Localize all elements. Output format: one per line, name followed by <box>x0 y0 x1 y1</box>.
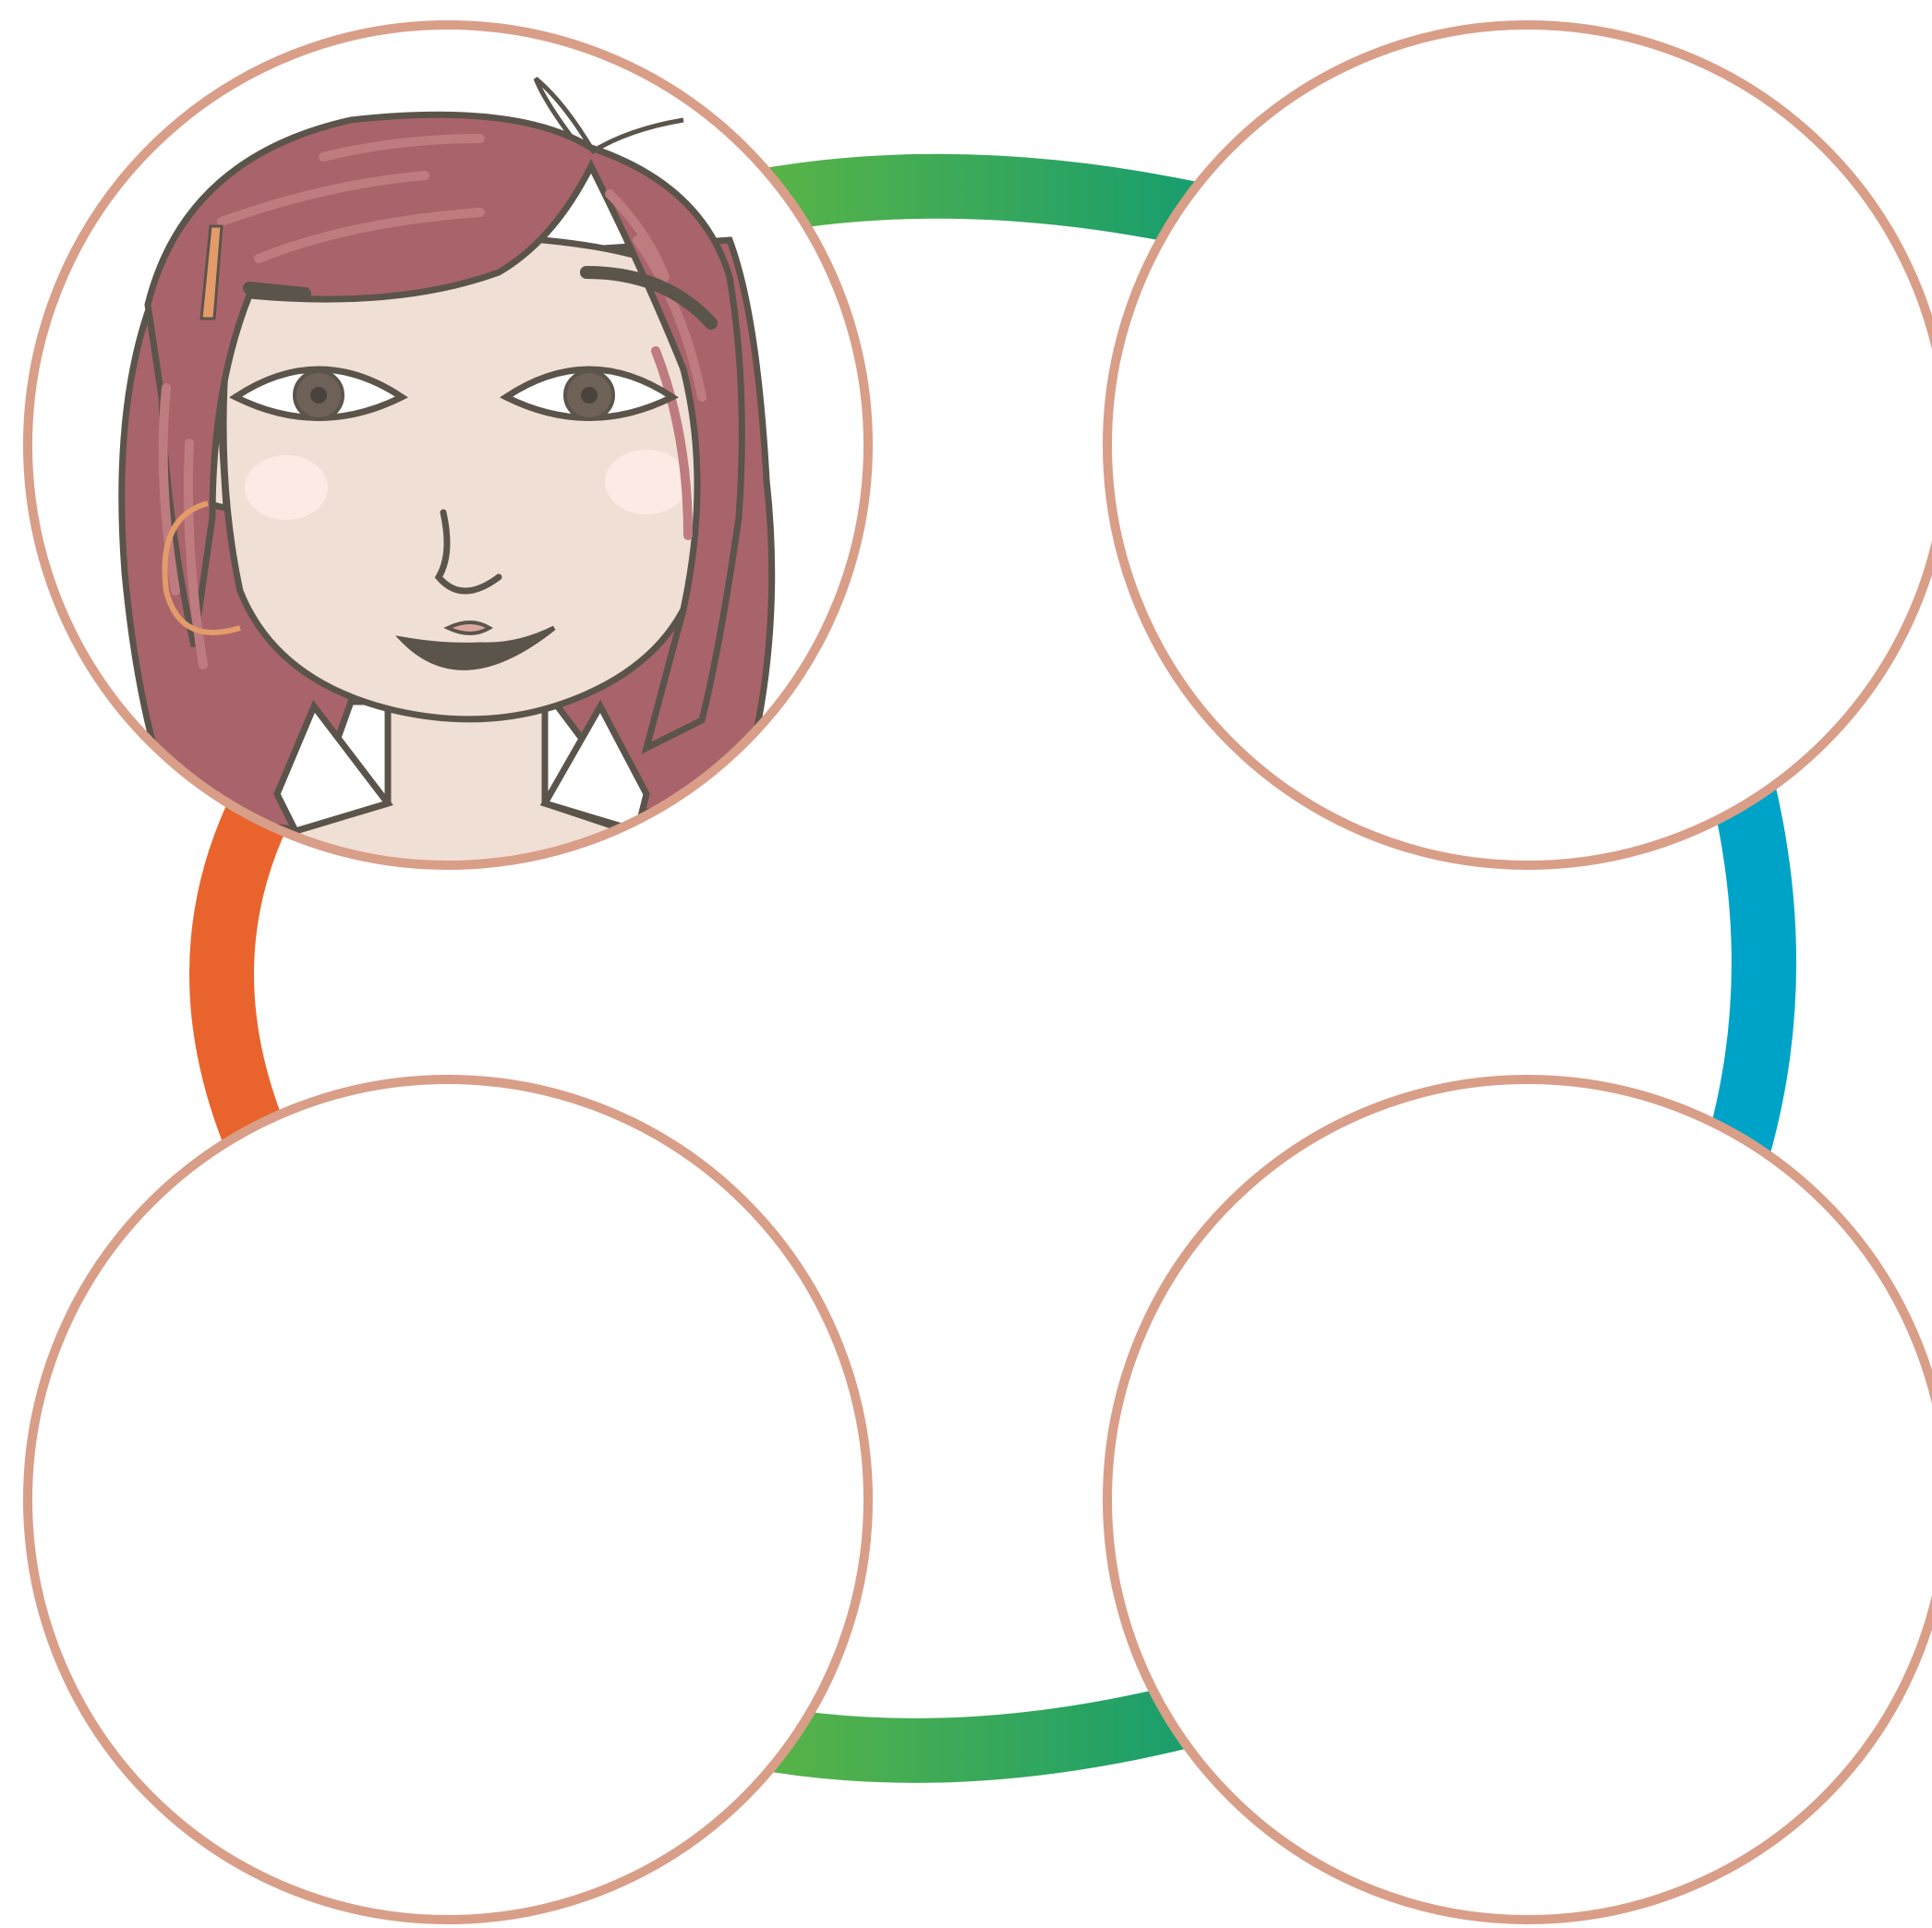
face-top-left-happy <box>28 25 868 886</box>
face-top-right-worried <box>1107 25 1932 886</box>
face-bottom-right-tired <box>1107 1079 1932 1928</box>
eyebrow-left <box>249 288 305 294</box>
face-bottom-left-sad <box>28 1079 868 1928</box>
cheek-left <box>245 455 328 520</box>
cheek-right <box>605 450 688 514</box>
ring-segment-left <box>222 813 259 1145</box>
pupil <box>310 387 327 404</box>
pupil <box>581 387 598 404</box>
